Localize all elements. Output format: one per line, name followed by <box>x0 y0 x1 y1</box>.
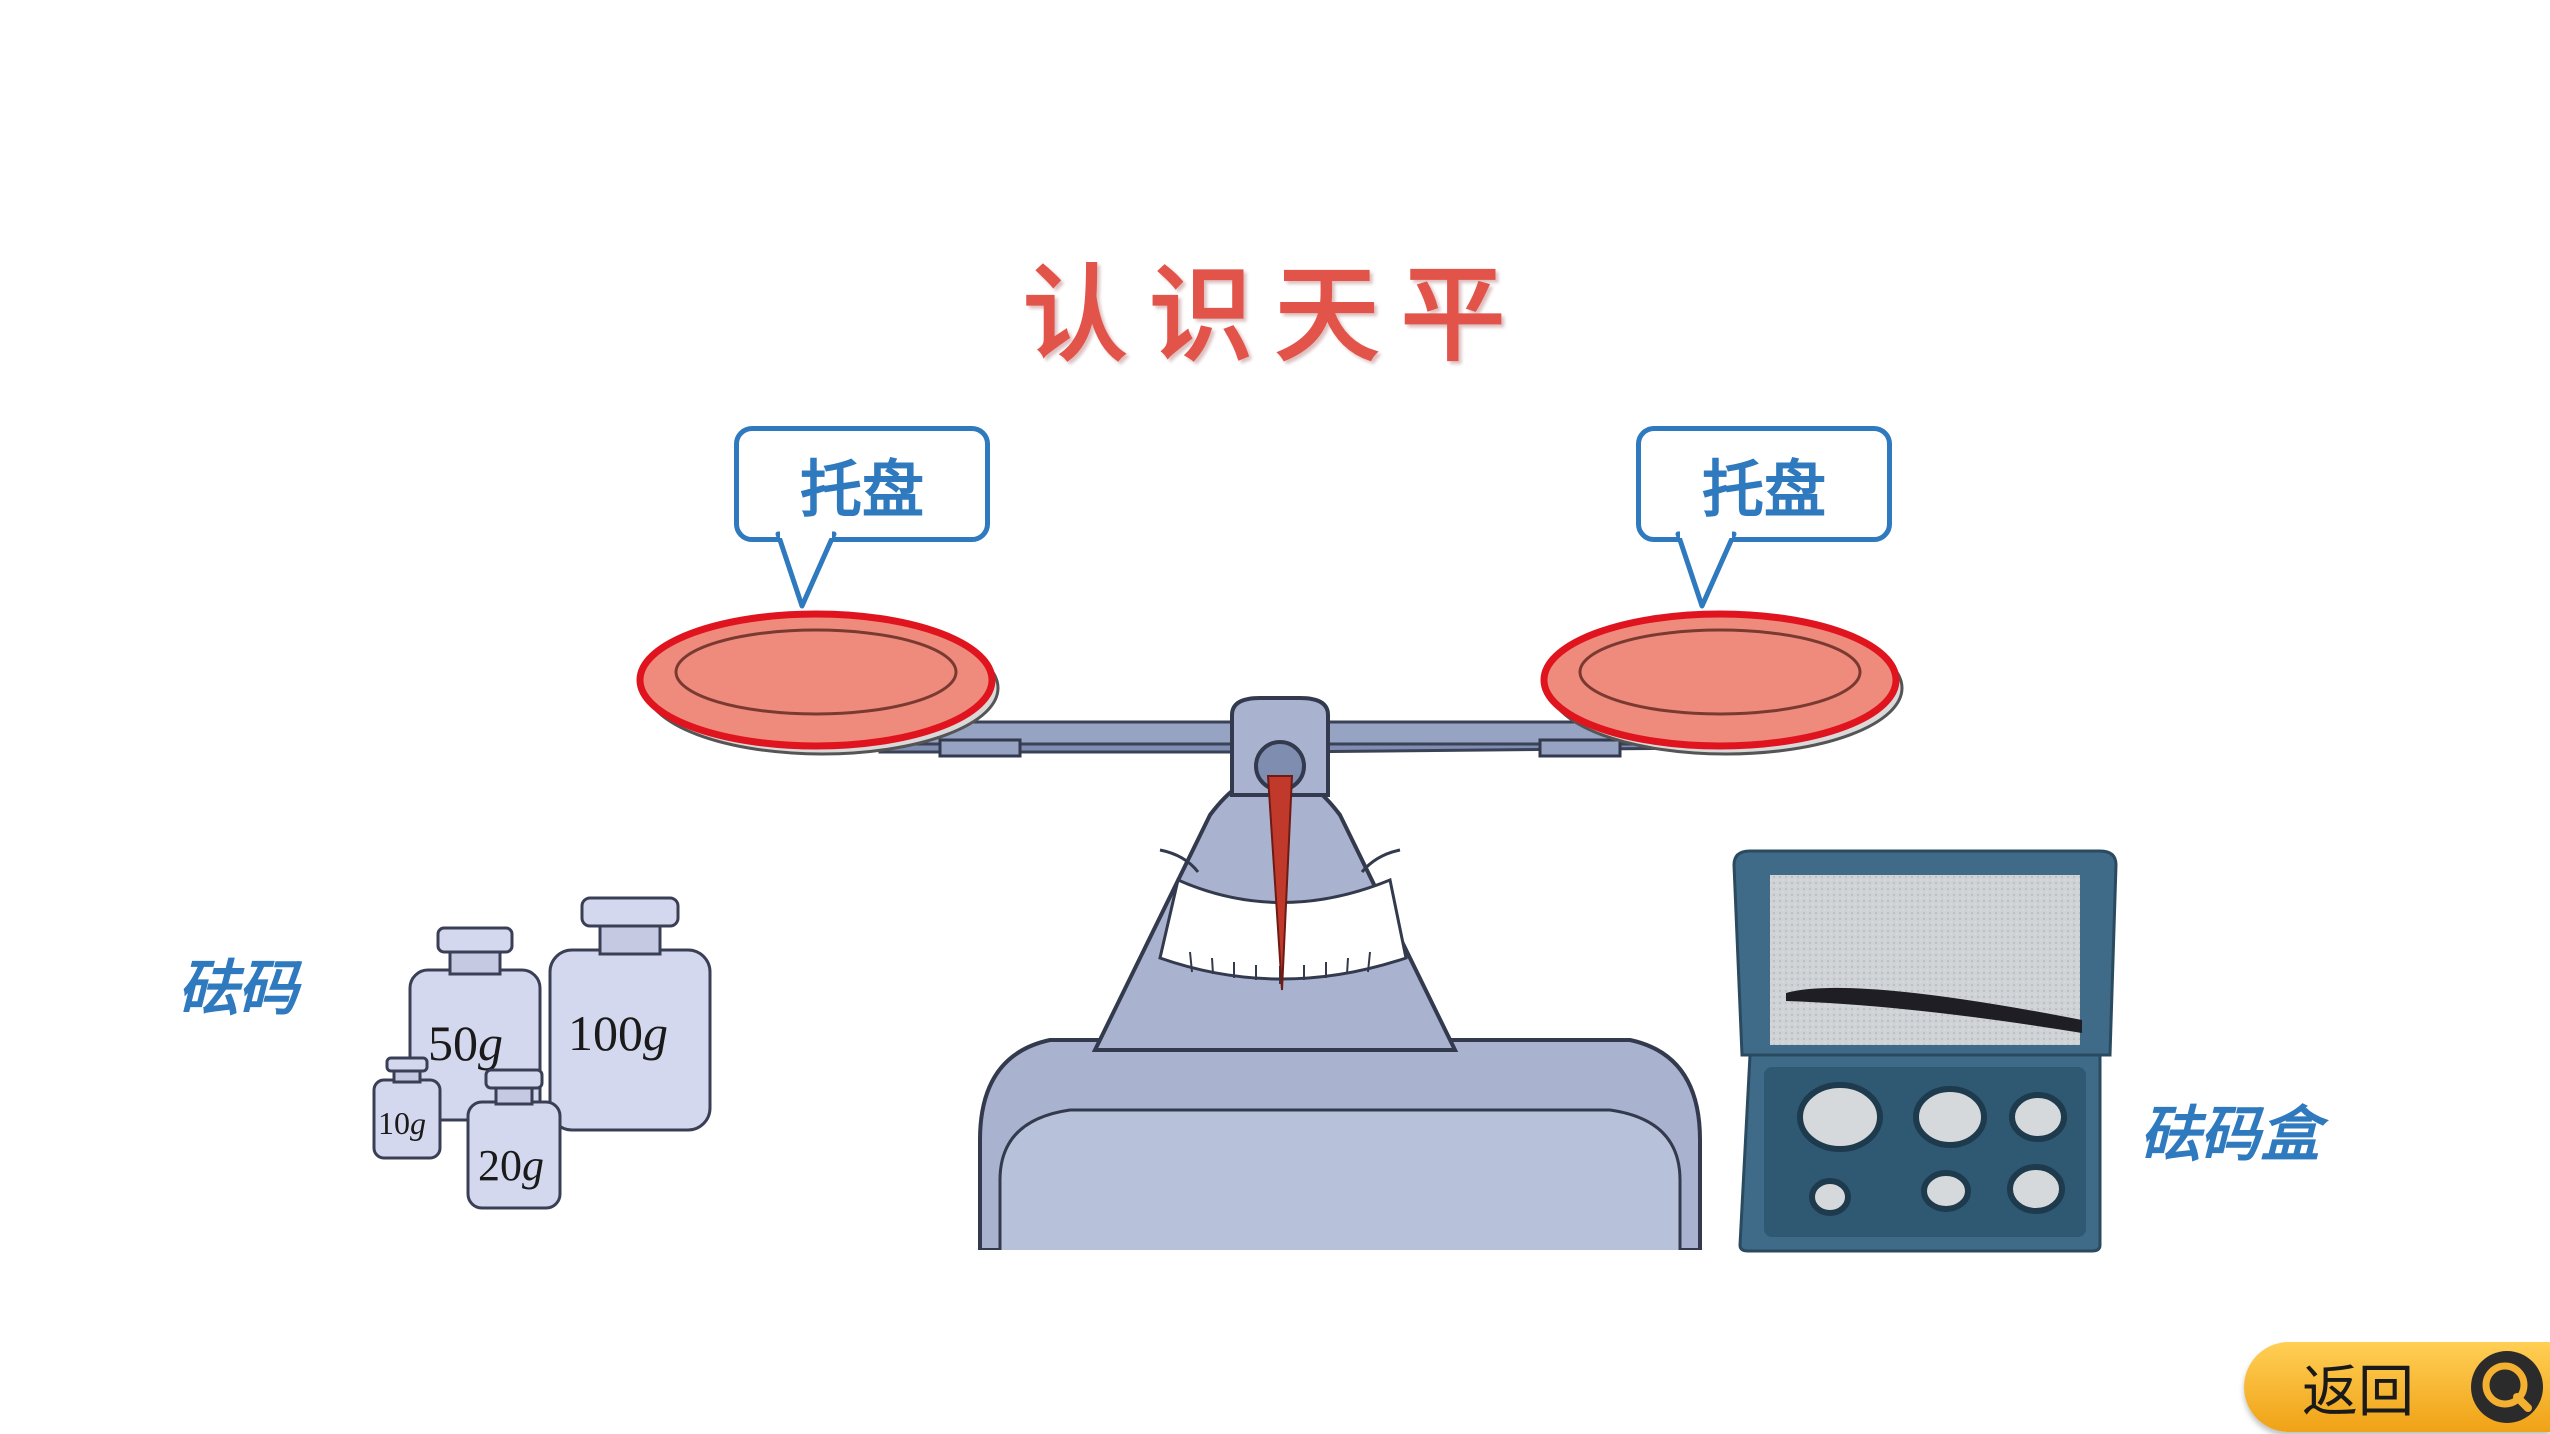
right-tray-callout: 托盘 <box>1636 426 1892 542</box>
magnifier-icon <box>2471 1351 2543 1423</box>
left-callout-tail <box>775 528 837 609</box>
left-tray-callout-label: 托盘 <box>799 453 924 526</box>
tweezers <box>1786 987 2082 1033</box>
weight-100g: 100g <box>548 896 712 1132</box>
weight-10g: 10g <box>372 1056 442 1160</box>
weights-label: 砝码 <box>178 954 298 1024</box>
back-button[interactable]: 返回 <box>2244 1342 2550 1432</box>
balance-scale-illustration <box>878 696 1702 1250</box>
svg-text:20g: 20g <box>478 1141 544 1190</box>
svg-text:50g: 50g <box>428 1015 503 1071</box>
left-tray <box>636 610 1000 756</box>
svg-text:10g: 10g <box>378 1105 426 1141</box>
weight-box-illustration <box>1732 849 2118 1253</box>
right-tray <box>1540 610 1904 756</box>
svg-text:100g: 100g <box>568 1005 668 1061</box>
right-tray-callout-label: 托盘 <box>1701 453 1826 526</box>
balance-pointer <box>1266 775 1294 991</box>
back-button-label: 返回 <box>2302 1359 2414 1425</box>
weights-illustration: 50g 100g 10g 20g <box>372 896 712 1210</box>
page-title: 认识天平 <box>1022 253 1527 376</box>
right-callout-tail <box>1675 528 1737 609</box>
weight-box-label: 砝码盒 <box>2140 1100 2320 1170</box>
weight-50g: 50g <box>408 926 542 1122</box>
left-tray-callout: 托盘 <box>734 426 990 542</box>
weight-20g: 20g <box>466 1068 562 1210</box>
